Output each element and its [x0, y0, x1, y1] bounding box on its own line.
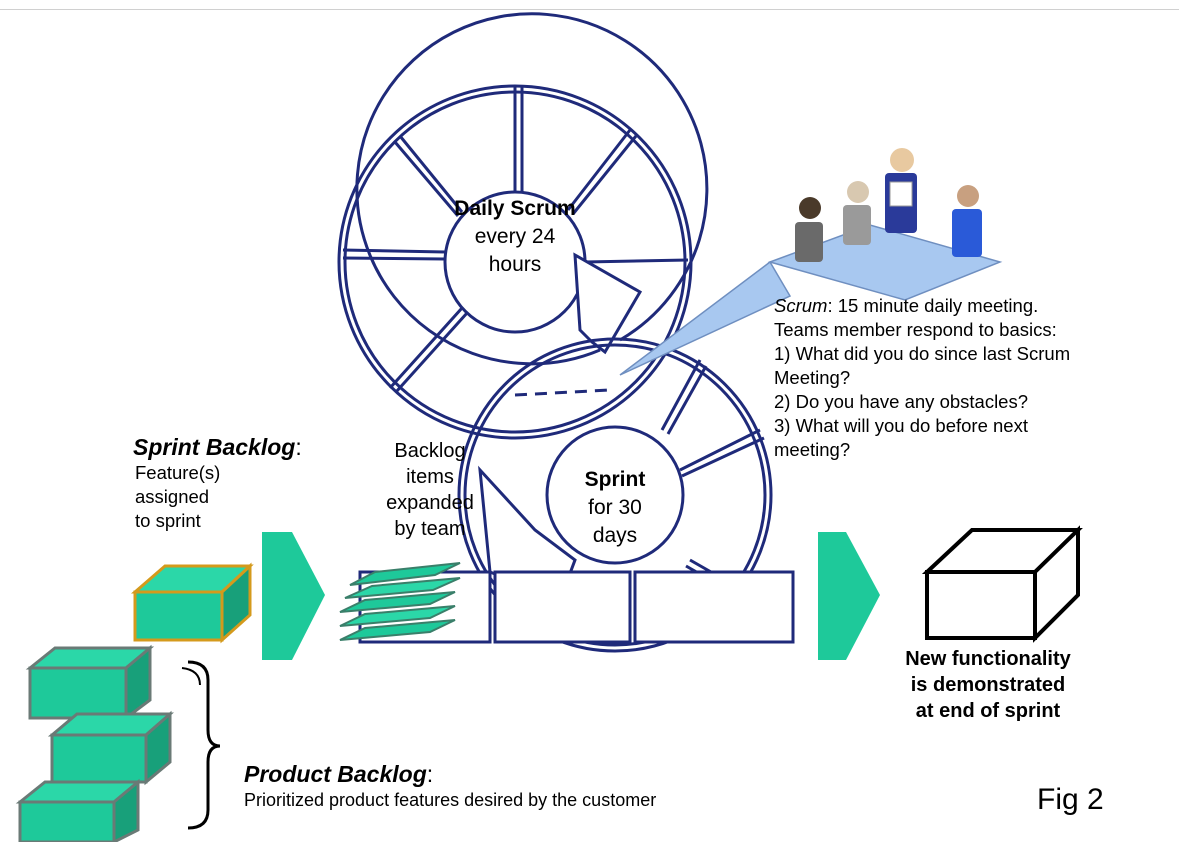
scrum-note-line5: 2) Do you have any obstacles? [774, 391, 1029, 412]
new-functionality-label: New functionality is demonstrated at end… [858, 646, 1118, 724]
backlog-items-line4: by team [394, 518, 466, 540]
sprint-line1: for 30 [588, 496, 642, 519]
person-1 [795, 197, 823, 262]
sprint-backlog-label: Sprint Backlog: Feature(s) assigned to s… [133, 433, 302, 533]
backlog-items-line2: items [406, 466, 454, 488]
expanded-backlog-items [339, 562, 461, 641]
sprint-backlog-line1: Feature(s) [135, 462, 221, 483]
person-4 [952, 185, 982, 257]
meeting-people-illustration [767, 148, 1003, 301]
flow-arrow-2 [818, 532, 880, 660]
daily-scrum-title: Daily Scrum [454, 197, 576, 220]
product-backlog-brace [187, 660, 221, 830]
product-backlog-description: Prioritized product features desired by … [244, 790, 657, 810]
person-2 [843, 181, 871, 245]
top-divider [0, 9, 1179, 10]
sprint-backlog-colon: : [295, 434, 302, 460]
product-backlog-colon: : [426, 761, 434, 787]
scrum-note-line2: Teams member respond to basics: [774, 319, 1057, 340]
scrum-note-line7: meeting? [774, 439, 851, 460]
scrum-note-line4: Meeting? [774, 367, 851, 388]
daily-scrum-label: Daily Scrum every 24 hours [445, 195, 585, 279]
scrum-note-term: Scrum [774, 295, 828, 316]
scrum-callout-wedge [619, 260, 792, 376]
backlog-items-line3: expanded [386, 492, 474, 514]
sprint-timeline-boxes [358, 570, 795, 644]
sprint-line2: days [592, 524, 638, 547]
new-functionality-line2: is demonstrated [910, 674, 1066, 696]
sprint-title: Sprint [584, 468, 646, 491]
product-box-2 [47, 710, 174, 786]
product-backlog-label: Product Backlog: Prioritized product fea… [244, 760, 656, 812]
sprint-backlog-box [130, 562, 254, 644]
flow-arrow-1 [262, 532, 325, 660]
product-box-1 [25, 644, 155, 721]
sprint-label: Sprint for 30 days [555, 466, 675, 550]
new-functionality-line1: New functionality [905, 648, 1071, 670]
backlog-items-label: Backlog items expanded by team [370, 438, 490, 542]
daily-scrum-line2: hours [488, 253, 542, 276]
daily-scrum-ring [337, 12, 709, 440]
scrum-note: Scrum: 15 minute daily meeting. Teams me… [774, 294, 1070, 462]
scrum-note-line6: 3) What will you do before next [774, 415, 1028, 436]
sprint-backlog-line2: assigned [135, 486, 210, 507]
product-backlog-title: Product Backlog [244, 761, 427, 787]
connector-dashed [514, 388, 611, 397]
new-functionality-line3: at end of sprint [915, 700, 1061, 722]
sprint-backlog-line3: to sprint [135, 510, 201, 531]
figure-label: Fig 2 [1037, 783, 1104, 816]
scrum-note-line1: : 15 minute daily meeting. [827, 295, 1039, 316]
sprint-backlog-title: Sprint Backlog [133, 434, 296, 460]
new-functionality-box [921, 525, 1083, 643]
daily-scrum-line1: every 24 [474, 225, 556, 248]
person-3 [885, 148, 917, 233]
backlog-items-line1: Backlog [394, 440, 466, 462]
product-box-3 [15, 778, 143, 842]
scrum-note-line3: 1) What did you do since last Scrum [774, 343, 1071, 364]
product-backlog-boxes [15, 644, 174, 842]
sprint-ring [457, 337, 773, 653]
